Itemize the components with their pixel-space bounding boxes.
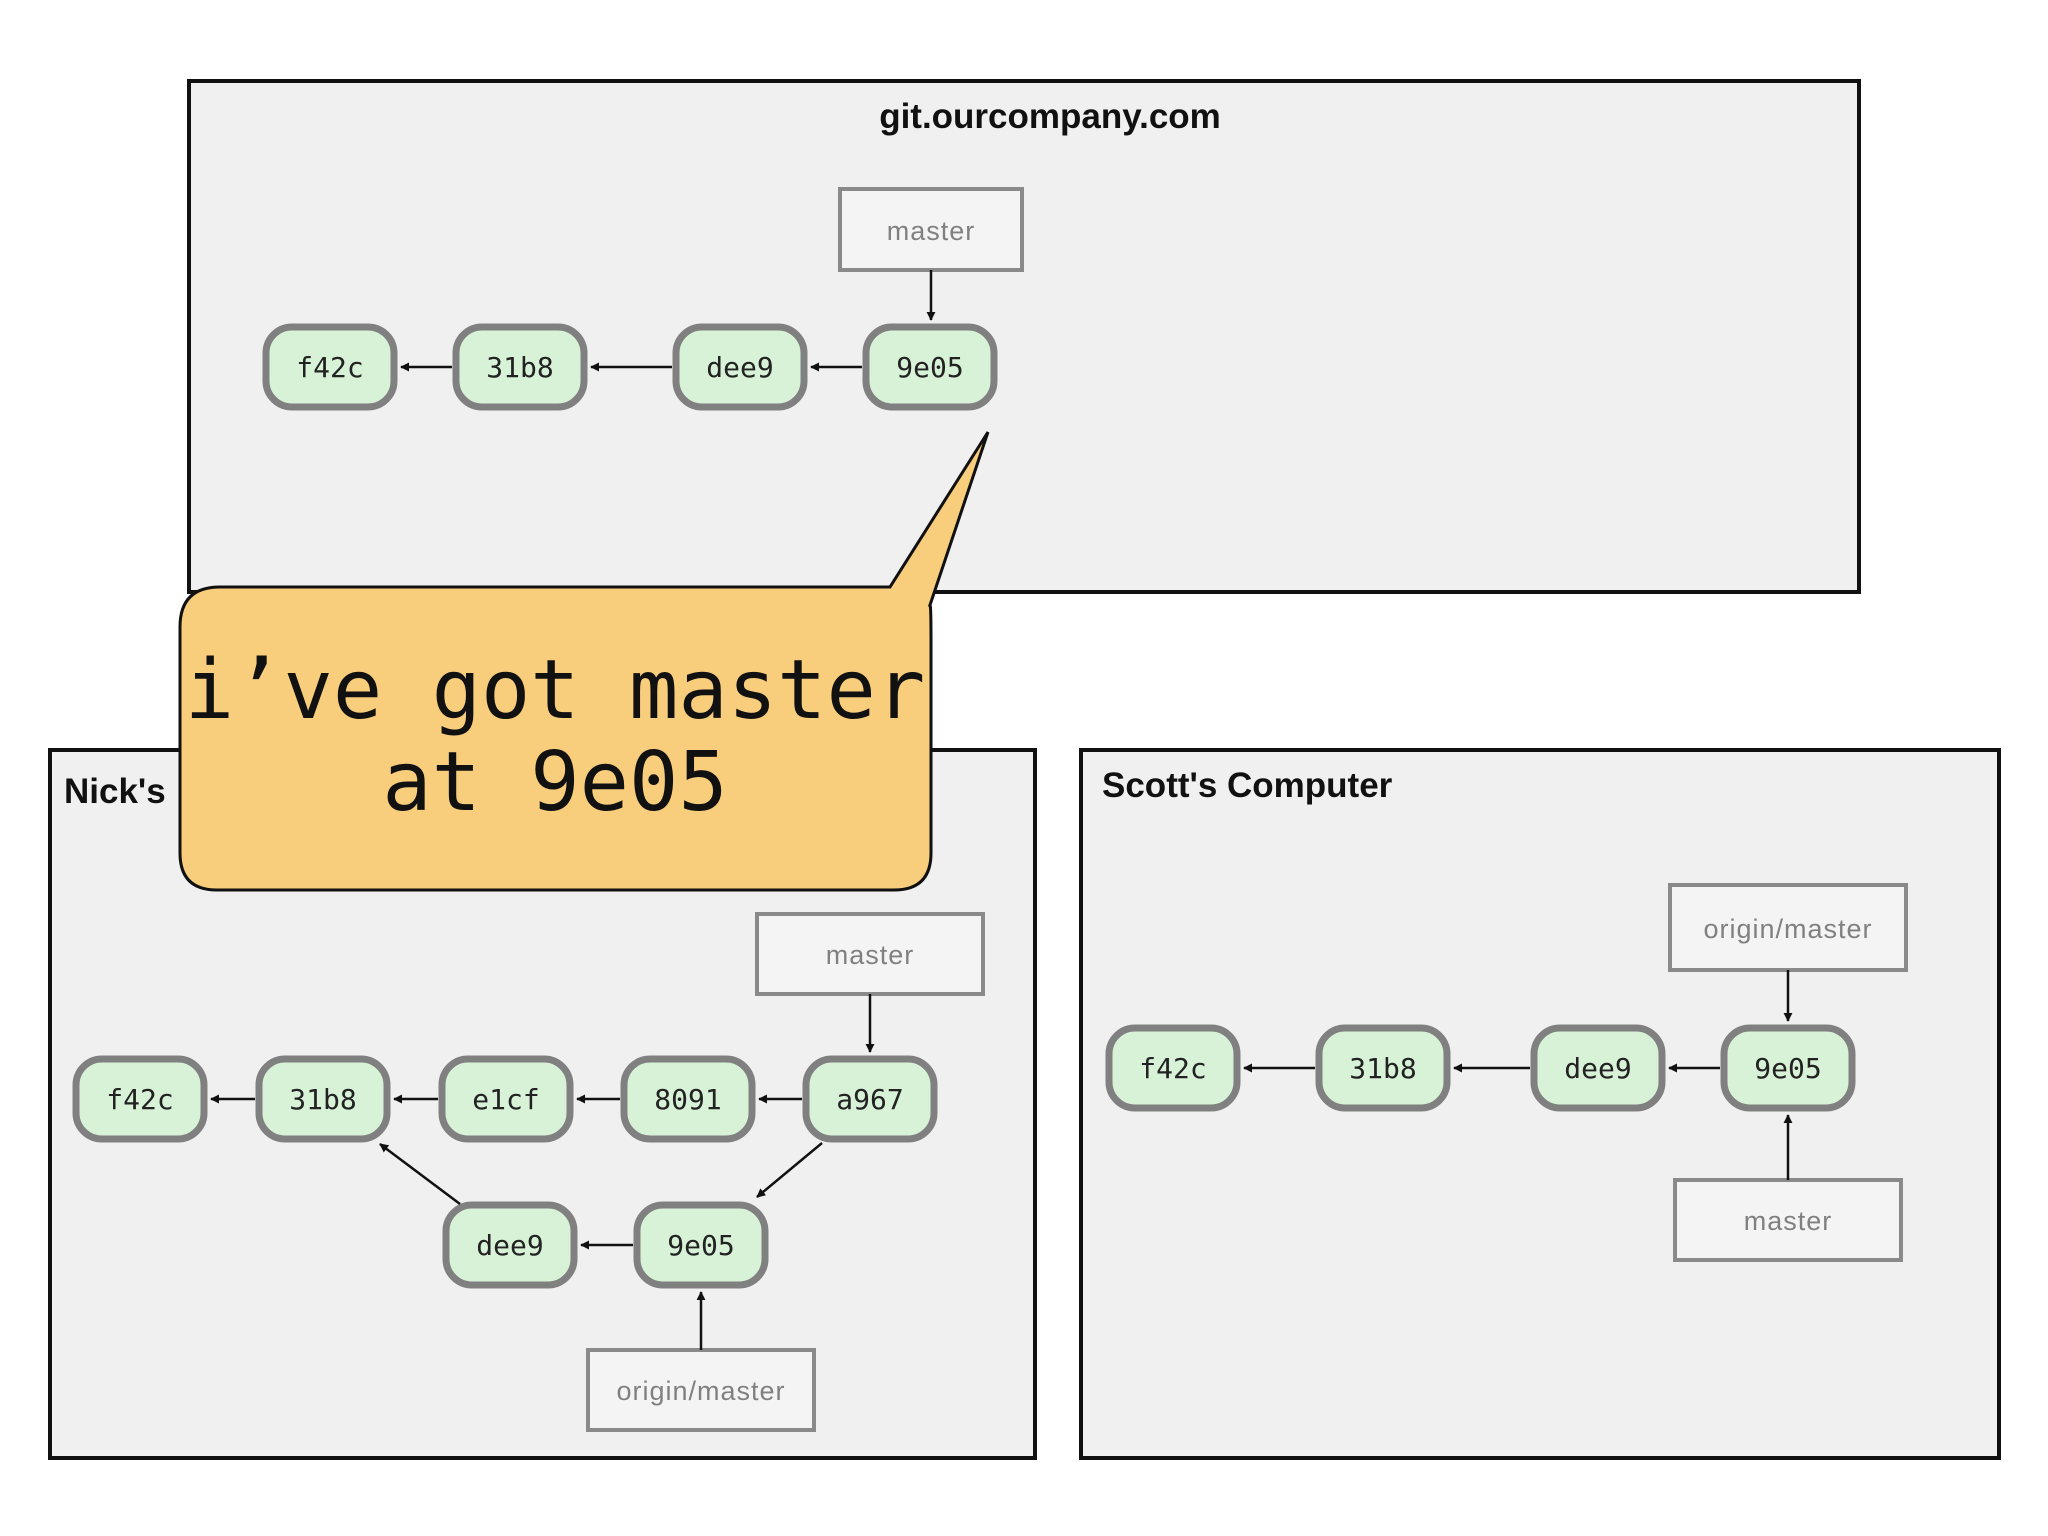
ref-label: master <box>826 940 915 970</box>
commit-label: 9e05 <box>896 351 963 384</box>
nick-origin-master-ref: origin/master <box>586 1348 816 1432</box>
bubble-text-line2: at 9e05 <box>382 735 728 830</box>
ref-label: origin/master <box>1703 914 1872 944</box>
commit-label: e1cf <box>472 1083 539 1116</box>
bubble-text-line1: i’ve got master <box>185 643 926 738</box>
ref-label: master <box>1744 1206 1833 1236</box>
server-commit-31b8: 31b8 <box>452 323 588 411</box>
nick-commit-e1cf: e1cf <box>438 1055 574 1143</box>
commit-label: f42c <box>1139 1052 1206 1085</box>
scott-commit-31b8: 31b8 <box>1315 1024 1451 1112</box>
nick-panel-title: Nick's <box>64 772 166 811</box>
commit-label: 9e05 <box>667 1229 734 1262</box>
scott-master-ref: master <box>1673 1178 1903 1262</box>
commit-label: dee9 <box>1564 1052 1631 1085</box>
nick-commit-8091: 8091 <box>620 1055 756 1143</box>
nick-commit-f42c: f42c <box>72 1055 208 1143</box>
server-panel: git.ourcompany.com f42c 31b8 dee9 9e05 m… <box>187 79 1861 594</box>
nick-edge-a967-9e05 <box>756 1142 823 1198</box>
nick-master-ref: master <box>755 912 985 996</box>
ref-label: origin/master <box>616 1376 785 1406</box>
ref-label: master <box>887 216 976 246</box>
scott-origin-master-ref: origin/master <box>1668 883 1908 972</box>
commit-label: 31b8 <box>486 351 553 384</box>
server-commit-dee9: dee9 <box>672 323 808 411</box>
commit-label: 9e05 <box>1754 1052 1821 1085</box>
nick-edge-dee9-31b8 <box>379 1143 461 1205</box>
nick-commit-dee9: dee9 <box>442 1201 578 1289</box>
commit-label: a967 <box>836 1083 903 1116</box>
commit-label: 8091 <box>654 1083 721 1116</box>
commit-label: dee9 <box>476 1229 543 1262</box>
server-commit-f42c: f42c <box>262 323 398 411</box>
commit-label: 31b8 <box>1349 1052 1416 1085</box>
scott-panel-title: Scott's Computer <box>1102 766 1393 805</box>
scott-commit-dee9: dee9 <box>1530 1024 1666 1112</box>
scott-commit-9e05: 9e05 <box>1720 1024 1856 1112</box>
scott-panel: Scott's Computer f42c 31b8 dee9 9e05 ori… <box>1079 748 2001 1460</box>
nick-commit-31b8: 31b8 <box>255 1055 391 1143</box>
commit-label: f42c <box>106 1083 173 1116</box>
nick-commit-a967: a967 <box>802 1055 938 1143</box>
server-panel-title: git.ourcompany.com <box>879 97 1221 136</box>
nick-commit-9e05: 9e05 <box>633 1201 769 1289</box>
server-commit-9e05: 9e05 <box>862 323 998 411</box>
commit-label: 31b8 <box>289 1083 356 1116</box>
speech-bubble: i’ve got master at 9e05 <box>178 431 990 892</box>
scott-commit-f42c: f42c <box>1105 1024 1241 1112</box>
commit-label: dee9 <box>706 351 773 384</box>
commit-label: f42c <box>296 351 363 384</box>
server-master-ref: master <box>838 187 1024 272</box>
